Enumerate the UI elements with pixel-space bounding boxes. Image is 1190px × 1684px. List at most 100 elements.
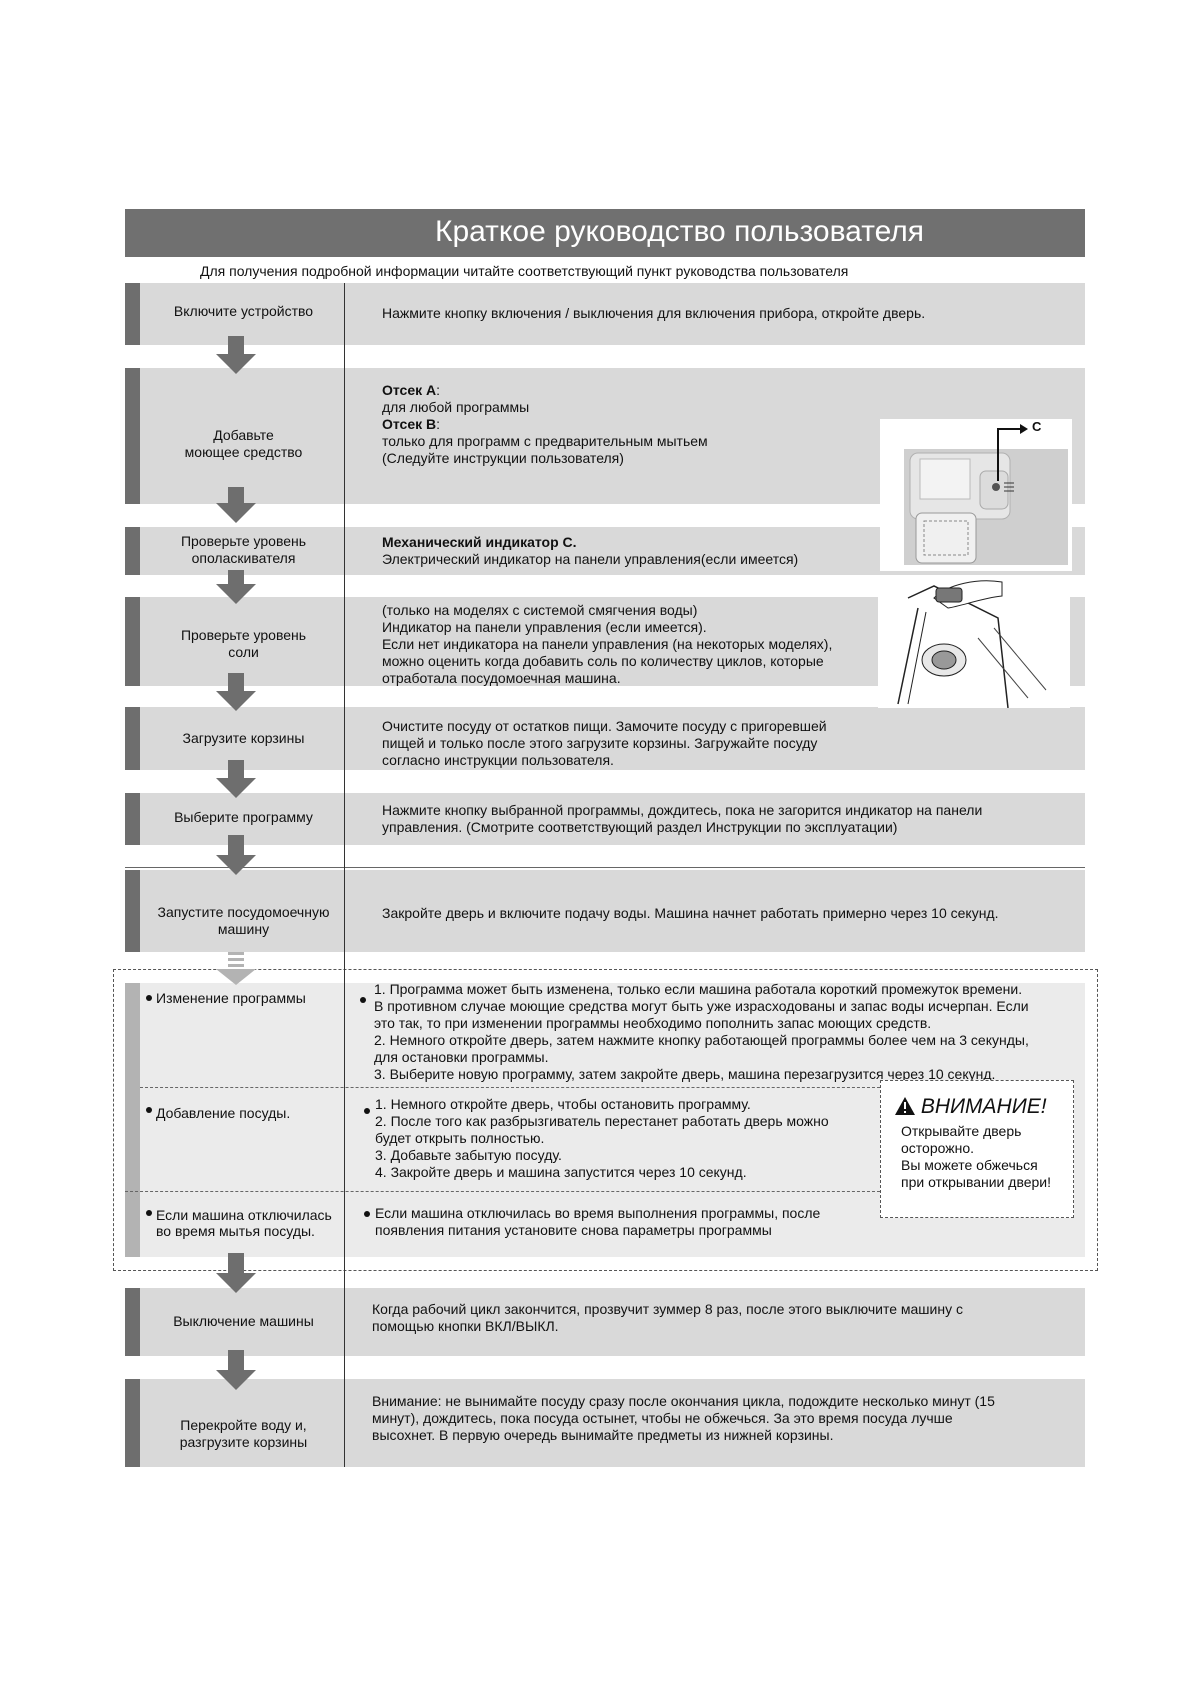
step-label: Выберите программу — [140, 809, 347, 826]
step-select-program: Выберите программу Нажмите кнопку выбран… — [125, 793, 1085, 845]
special-text-line: 2. После того как разбрызгиватель перест… — [375, 1113, 829, 1129]
step-bar — [125, 1288, 140, 1356]
step-text-line: Если нет индикатора на панели управления… — [382, 636, 833, 652]
special-block — [113, 969, 1098, 1271]
special-text-line: появления питания установите снова парам… — [375, 1222, 772, 1238]
step-text-line: Нажмите кнопку выбранной программы, дожд… — [382, 802, 983, 818]
warning-title: ВНИМАНИЕ! — [895, 1095, 1047, 1119]
compartment-a-title: Отсек А — [382, 382, 437, 398]
salt-illustration — [897, 580, 1047, 709]
callout-label: C — [1032, 419, 1042, 434]
bullet — [360, 997, 366, 1003]
special-label-line: Если машина отключилась — [156, 1207, 332, 1223]
step-text-line: отработала посудомоечная машина. — [382, 670, 621, 686]
step-text-line: можно оценить когда добавить соль по кол… — [382, 653, 824, 669]
step-text: Закройте дверь и включите подачу воды. М… — [382, 905, 998, 922]
dispenser-illustration — [904, 424, 1068, 565]
step-label-line: Проверьте уровень — [180, 627, 307, 643]
step-text: (только на моделях с системой смягчения … — [382, 602, 832, 687]
divider — [125, 867, 1085, 868]
header-bar: Краткое руководство пользователя — [125, 209, 1085, 257]
bullet — [364, 1211, 370, 1217]
step-turn-off: Выключение машины Когда рабочий цикл зак… — [125, 1288, 1085, 1356]
step-text-line: только для программ с предварительным мы… — [382, 433, 708, 449]
special-text-line: 1. Программа может быть изменена, только… — [374, 981, 1023, 997]
special-text-line: Если машина отключилась во время выполне… — [375, 1205, 821, 1221]
step-label: Проверьте уровень соли — [140, 627, 347, 661]
dashed-divider — [140, 1087, 880, 1088]
step-label-line: ополаскивателя — [191, 550, 296, 566]
step-unload: Перекройте воду и, разгрузите корзины Вн… — [125, 1379, 1085, 1467]
step-bar — [125, 527, 140, 575]
special-label-line: во время мытья посуды. — [156, 1223, 315, 1239]
page-subtitle: Для получения подробной информации читай… — [200, 263, 849, 279]
step-label: Запустите посудомоечную машину — [140, 904, 347, 938]
step-label-line: Выберите программу — [174, 809, 313, 825]
step-bar — [125, 793, 140, 845]
step-text-line: помощью кнопки ВКЛ/ВЫКЛ. — [372, 1318, 559, 1334]
special-text-line: 3. Выберите новую программу, затем закро… — [374, 1066, 996, 1082]
special-label-line: Изменение программы — [156, 990, 306, 1006]
special-label-change-program: Изменение программы — [156, 990, 306, 1006]
dashed-arrow-icon — [216, 952, 256, 985]
step-text-line: (Следуйте инструкции пользователя) — [382, 450, 624, 466]
step-power-on: Включите устройство Нажмите кнопку включ… — [125, 283, 1085, 345]
step-label-line: Запустите посудомоечную — [157, 904, 330, 920]
special-label-add-dishes: Добавление посуды. — [156, 1105, 290, 1121]
step-text-line: минут), дождитесь, пока посуда остынет, … — [372, 1410, 953, 1426]
step-label-line: Перекройте воду и, — [180, 1417, 307, 1433]
step-text-bold: Механический индикатор С. — [382, 534, 577, 550]
step-text-line: Когда рабочий цикл закончится, прозвучит… — [372, 1301, 963, 1317]
special-text-line: будет открыть полностью. — [375, 1130, 545, 1146]
special-block-bar — [125, 983, 140, 1257]
step-text-line: Очистите посуду от остатков пищи. Замочи… — [382, 718, 827, 734]
step-text: Нажмите кнопку включения / выключения дл… — [382, 305, 925, 322]
special-text-line: это так, то при изменении программы необ… — [374, 1015, 932, 1031]
warning-text-line: Открывайте дверь — [901, 1123, 1022, 1139]
warning-icon — [895, 1097, 915, 1115]
step-label-line: Загрузите корзины — [182, 730, 305, 746]
bullet — [146, 1107, 152, 1113]
step-text: Нажмите кнопку выбранной программы, дожд… — [382, 802, 982, 836]
step-bar — [125, 597, 140, 686]
step-label-line: разгрузите корзины — [179, 1434, 308, 1450]
step-text-line: Закройте дверь и включите подачу воды. М… — [382, 905, 999, 921]
bullet — [364, 1108, 370, 1114]
warning-text-line: при открывании двери! — [901, 1174, 1052, 1190]
warning-box: ВНИМАНИЕ! Открывайте дверь осторожно. Вы… — [880, 1080, 1074, 1218]
step-label: Добавьте моющее средство — [140, 427, 347, 461]
step-bar — [125, 1379, 140, 1467]
salt-container-image — [878, 578, 1070, 709]
special-label-power-off: Если машина отключилась во время мытья п… — [156, 1207, 332, 1239]
step-start-machine: Запустите посудомоечную машину Закройте … — [125, 870, 1085, 952]
step-text-line: Внимание: не вынимайте посуду сразу посл… — [372, 1393, 995, 1409]
dashed-divider — [125, 1191, 880, 1192]
step-bar — [125, 870, 140, 952]
step-label-line: Включите устройство — [173, 303, 314, 319]
step-bar — [125, 368, 140, 504]
page-title: Краткое руководство пользователя — [435, 215, 925, 248]
step-load-baskets: Загрузите корзины Очистите посуду от ост… — [125, 707, 1085, 770]
step-text-line: пищей и только после этого загрузите кор… — [382, 735, 818, 751]
bullet — [146, 995, 152, 1001]
step-label: Выключение машины — [140, 1313, 347, 1330]
step-label-line: моющее средство — [184, 444, 303, 460]
warning-title-text: ВНИМАНИЕ! — [920, 1095, 1047, 1118]
step-label-line: Проверьте уровень — [180, 533, 307, 549]
special-text-line: 2. Немного откройте дверь, затем нажмите… — [374, 1032, 1029, 1048]
warning-text-line: осторожно. — [901, 1140, 975, 1156]
step-label: Загрузите корзины — [140, 730, 347, 747]
step-label-line: соли — [228, 644, 259, 660]
step-text-line: для любой программы — [382, 399, 530, 415]
warning-text: Открывайте дверь осторожно. Вы можете об… — [901, 1123, 1051, 1191]
step-text-line: согласно инструкции пользователя. — [382, 752, 614, 768]
step-text: Очистите посуду от остатков пищи. Замочи… — [382, 718, 827, 769]
step-label: Перекройте воду и, разгрузите корзины — [140, 1417, 347, 1451]
column-divider — [344, 283, 345, 1467]
special-text-line: 3. Добавьте забытую посуду. — [375, 1147, 562, 1163]
step-text: Механический индикатор С. Электрический … — [382, 534, 798, 568]
step-label-line: машину — [217, 921, 270, 937]
detergent-dispenser-image: C — [880, 419, 1072, 571]
special-text-line: для остановки программы. — [374, 1049, 549, 1065]
step-label: Проверьте уровень ополаскивателя — [140, 533, 347, 567]
